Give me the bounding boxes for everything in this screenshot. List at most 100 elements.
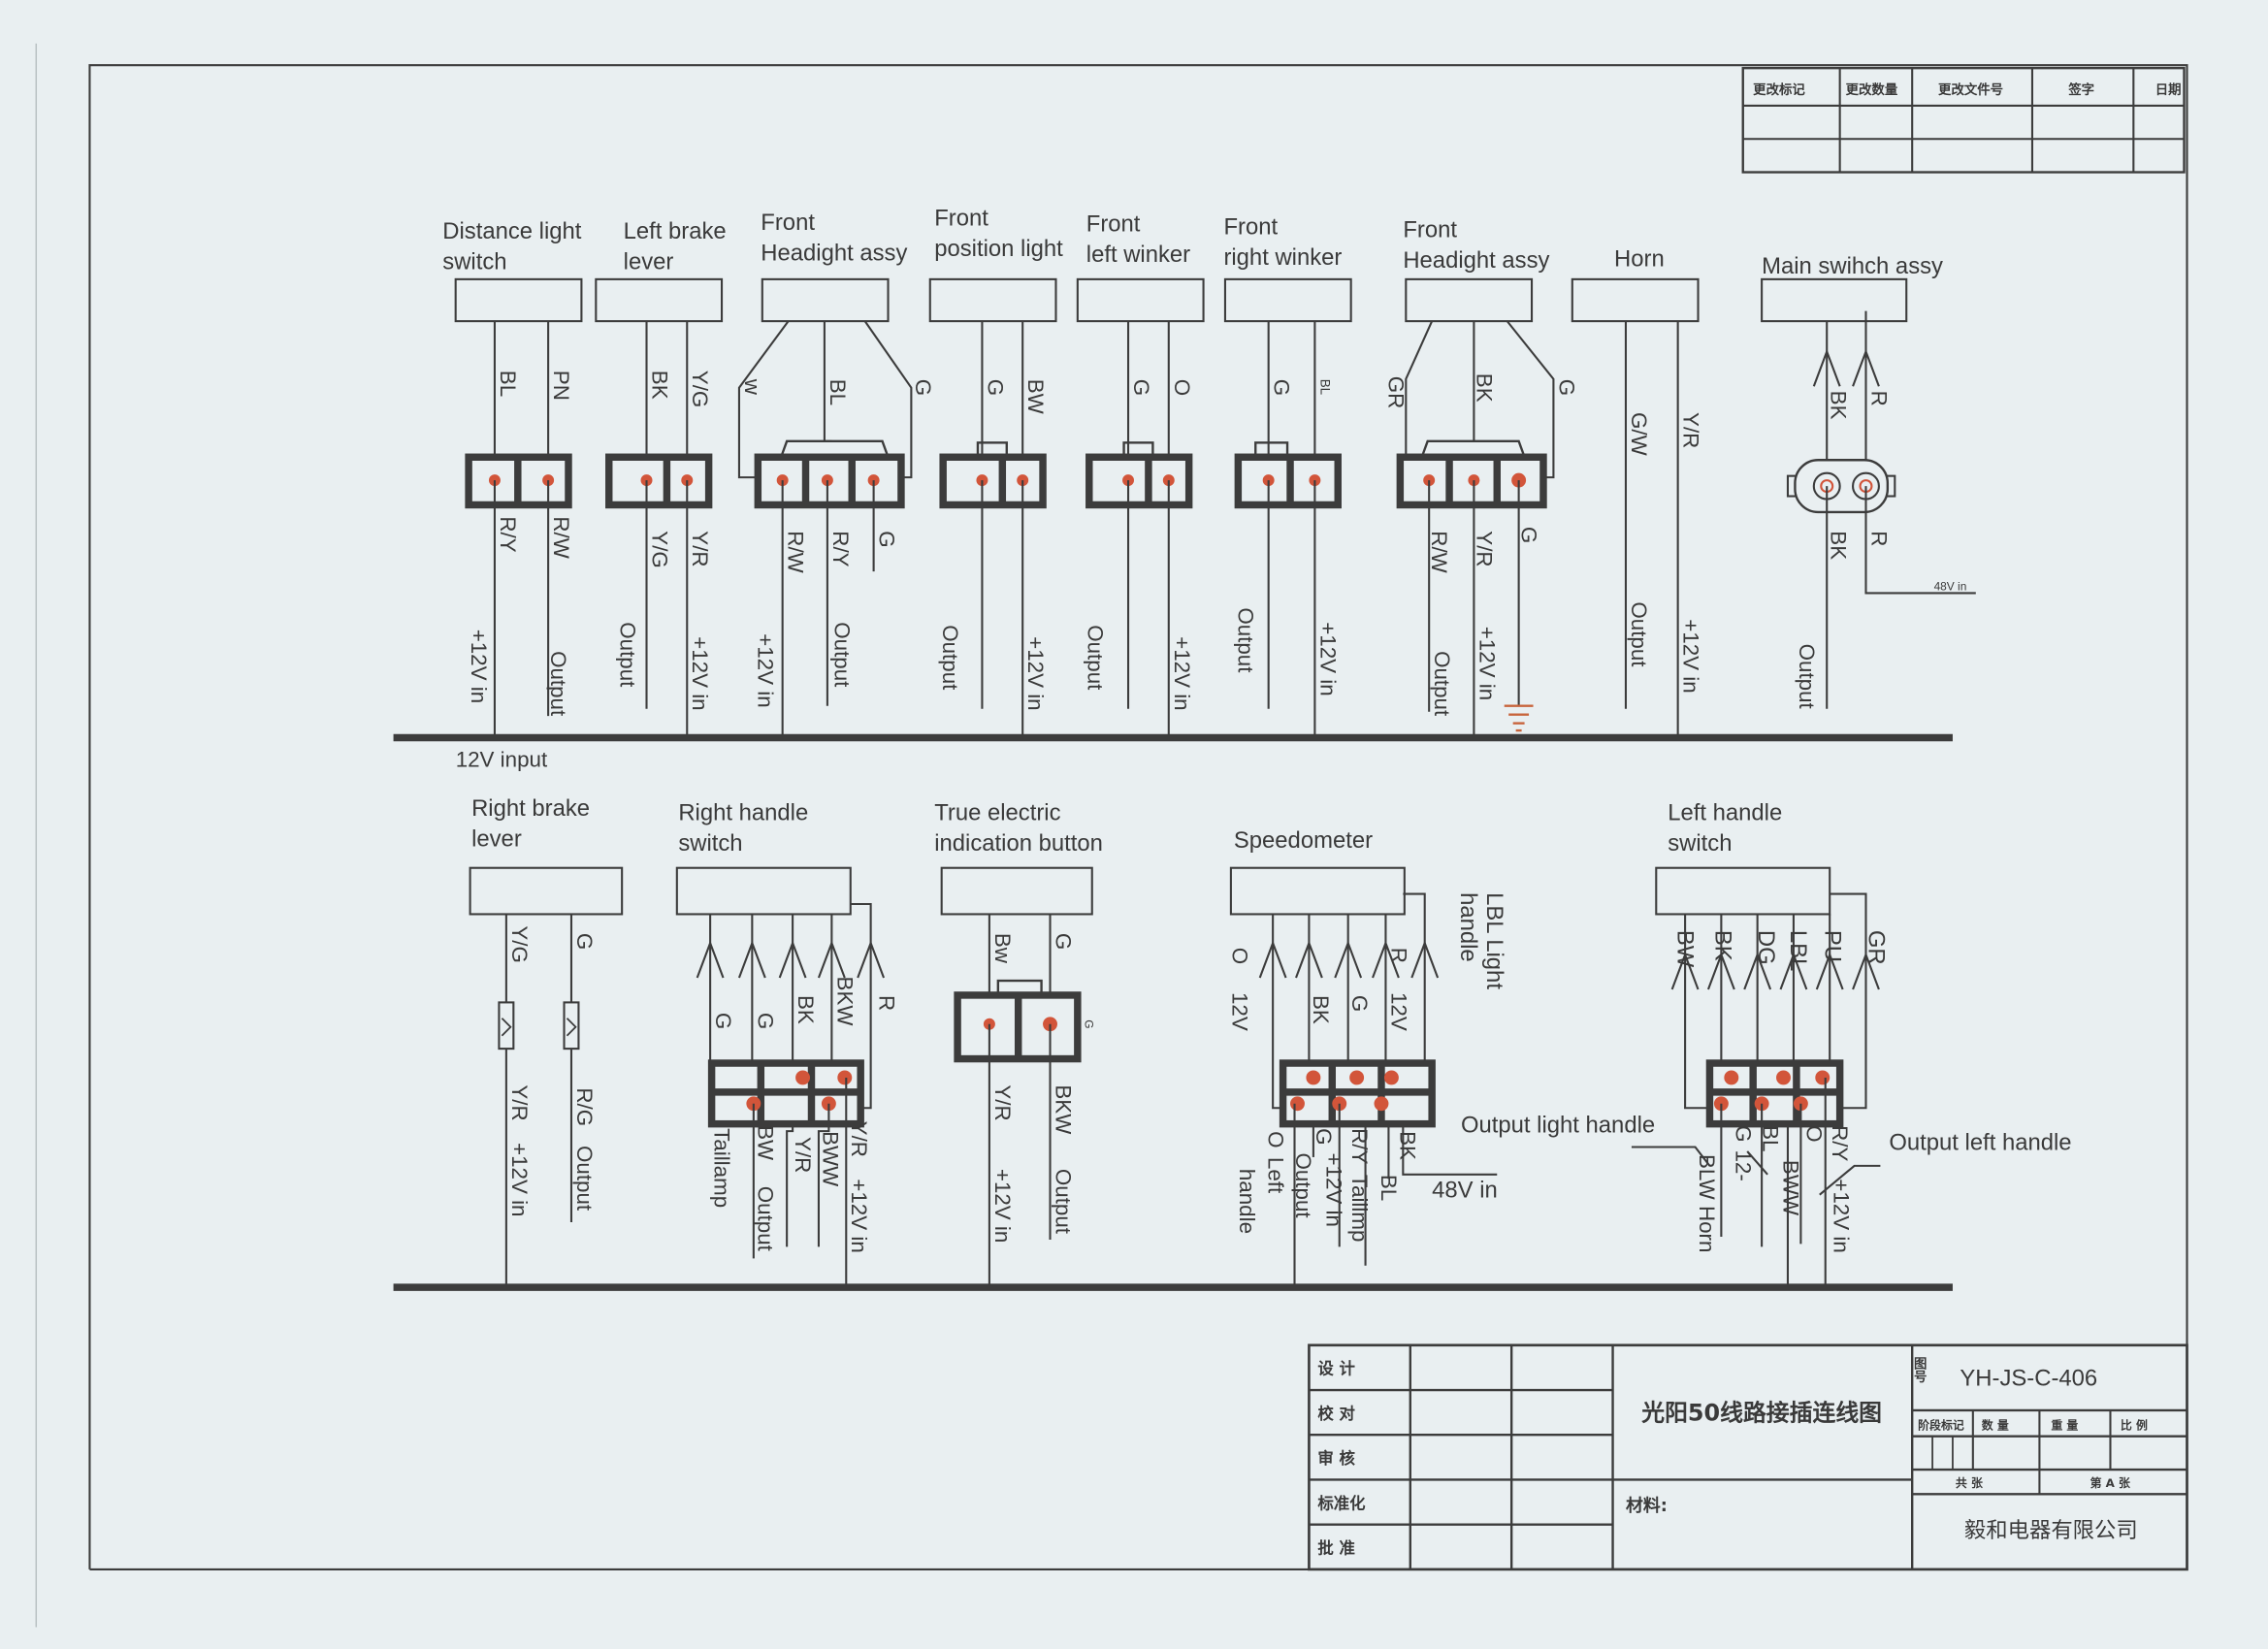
component-title: True electric — [934, 800, 1060, 826]
pin-dot — [837, 1070, 853, 1085]
component-title: switch — [1668, 830, 1732, 857]
wire-color-label: G — [1347, 995, 1372, 1012]
sub-header: 比 例 — [2121, 1418, 2148, 1432]
component-title: Front — [1223, 214, 1278, 241]
component-title: Distance light — [442, 218, 582, 244]
pin-dot — [1290, 1096, 1305, 1112]
arrow-icon — [1706, 952, 1735, 990]
component-title: Right handle — [678, 800, 808, 826]
wire-function-label: Output — [1083, 625, 1107, 691]
wire-function-label: +12V in — [467, 630, 491, 703]
revision-header: 更改文件号 — [1938, 81, 2003, 98]
wire-color-label: G — [1517, 527, 1541, 543]
arrow-icon — [1295, 940, 1323, 979]
wire-color-label: handle — [1235, 1169, 1259, 1234]
arrow-icon — [817, 940, 846, 979]
wire-color-label: O — [1801, 1125, 1826, 1142]
component-box — [928, 277, 1057, 323]
wire-color-label: +12V in — [1830, 1179, 1854, 1252]
wire-color-label: BK — [1309, 995, 1333, 1024]
component-title: Front — [934, 206, 988, 232]
arrow-icon — [1852, 952, 1880, 990]
component-title: Right brake — [471, 795, 590, 822]
wire-function-label: +12V in — [507, 1143, 532, 1216]
wire-color-label: BW — [1023, 379, 1048, 415]
arrow-icon — [696, 940, 725, 979]
wire-color-label: BK — [1827, 391, 1851, 420]
wire — [1684, 914, 1710, 1110]
wire-color-label: BL — [1317, 379, 1332, 396]
component-title: Left handle — [1668, 800, 1782, 826]
company-name: 毅和电器有限公司 — [1964, 1518, 2138, 1543]
component-title: Horn — [1614, 245, 1665, 272]
wire-color-label: Y/R — [1472, 531, 1496, 566]
sub-header: 数 量 — [1982, 1418, 2009, 1432]
wire — [1830, 892, 1867, 1110]
wire-color-label: BK — [1472, 373, 1496, 403]
component-box — [1571, 277, 1700, 323]
wire-color-label: Left — [1264, 1157, 1288, 1194]
wire-function-label: Output — [1233, 607, 1257, 673]
component-box — [595, 277, 724, 323]
wire-color-label: R — [1866, 391, 1891, 406]
callout-label: Output left handle — [1889, 1129, 2071, 1155]
component-box — [1655, 866, 1831, 916]
wire-color-label: G — [1312, 1128, 1336, 1145]
number-label: 图号 — [1911, 1357, 1928, 1384]
revision-table — [1741, 66, 2186, 174]
revision-header: 更改数量 — [1846, 81, 1898, 98]
wire-color-label: R/W — [1427, 531, 1451, 573]
wire-function-label: +12V in — [688, 636, 712, 710]
arrow-icon — [1410, 940, 1440, 979]
wire-color-label: G — [572, 933, 597, 950]
arrow-icon — [1334, 940, 1363, 979]
pin-dot — [1383, 1070, 1399, 1085]
wire-function-label: Output — [546, 651, 570, 717]
component-title: left winker — [1086, 242, 1190, 268]
wire-color-label: BKW — [1051, 1084, 1075, 1135]
wire-function-label: Output — [616, 622, 640, 688]
arrow-icon — [737, 940, 766, 979]
sheet-total: 共 张 — [1956, 1476, 1983, 1490]
wire-color-label: Y/G — [688, 371, 712, 408]
role-label: 批 准 — [1317, 1538, 1355, 1557]
component-box — [940, 866, 1093, 916]
component-title: lever — [471, 825, 522, 852]
component-title: position light — [934, 236, 1063, 262]
wire-color-label: R — [1386, 948, 1410, 963]
component-box — [454, 277, 583, 323]
wire-color-label: R — [1866, 531, 1891, 546]
wire-function-label: Output — [1795, 644, 1819, 710]
component-box — [1223, 277, 1352, 323]
drawing-number: YH-JS-C-406 — [1960, 1366, 2097, 1392]
callout-label: Output light handle — [1461, 1113, 1655, 1139]
leader-line — [1631, 1146, 1711, 1167]
component-box — [1229, 866, 1406, 916]
wire-color-label: Y/R — [990, 1084, 1015, 1120]
wire-color-label: BW — [1672, 930, 1699, 968]
wire-function-label: Output — [1430, 651, 1454, 717]
round-connector — [1794, 459, 1890, 514]
wire-color-label: R/W — [784, 531, 808, 573]
wire-color-label: R/G — [572, 1087, 597, 1126]
wire-color-label: R/W — [549, 516, 573, 559]
wire-color-label: G — [983, 379, 1007, 396]
wire-color-label: PU — [1820, 930, 1846, 962]
arrow-icon — [1815, 952, 1844, 990]
pin-dot — [1815, 1070, 1831, 1085]
component-box — [1405, 277, 1534, 323]
wire-color-label: BK — [1827, 531, 1851, 560]
wire-color-label: R — [875, 995, 899, 1011]
arrow-icon — [857, 940, 886, 979]
component-title: lever — [624, 248, 674, 275]
arrow-icon — [1670, 952, 1700, 990]
component-title: indication button — [934, 830, 1103, 857]
wire-color-label: Taillmp — [1347, 1175, 1372, 1243]
wire-color-label: BL — [496, 371, 520, 397]
arrow-icon — [778, 940, 807, 979]
component-title: Speedometer — [1234, 827, 1373, 854]
wire — [786, 1123, 794, 1247]
supply-label: 48V in — [1432, 1178, 1498, 1204]
sheet-current: 第 A 张 — [2090, 1476, 2130, 1490]
